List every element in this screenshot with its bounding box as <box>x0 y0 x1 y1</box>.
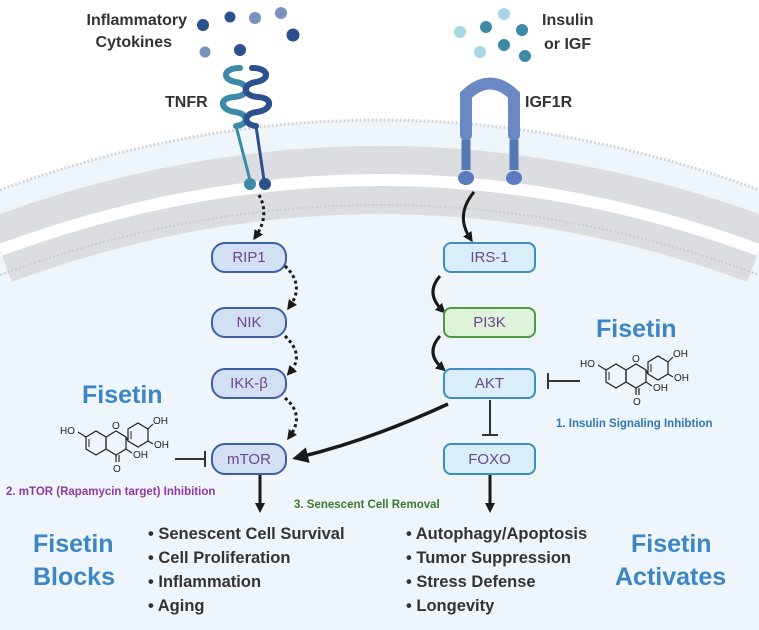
node-pi3k: PI3K <box>443 307 536 338</box>
fisetin-label-left: Fisetin <box>82 381 163 409</box>
membrane-inner-edge <box>0 204 759 276</box>
blocks-title-line2: Blocks <box>33 563 115 591</box>
blocks-title-line1: Fisetin <box>33 530 114 558</box>
insulin-label-line2: or IGF <box>544 36 592 53</box>
activates-item: Stress Defense <box>406 570 587 594</box>
activates-item: Tumor Suppression <box>406 546 587 570</box>
igf1r-receptor <box>458 77 522 185</box>
inhibition-lines <box>175 373 580 467</box>
tnfr-receptor <box>219 65 273 190</box>
activates-title-line1: Fisetin <box>631 530 712 558</box>
blocks-item: Inflammation <box>148 570 345 594</box>
membrane-outer-edge <box>0 118 759 192</box>
blocks-item: Senescent Cell Survival <box>148 522 344 546</box>
left-pathway-arrows <box>253 194 298 441</box>
activates-title-line2: Activates <box>615 563 727 591</box>
node-ikk-beta: IKK-β <box>211 368 287 399</box>
blocks-list: Senescent Cell Survival Cell Proliferati… <box>148 522 345 618</box>
igf1r-label: IGF1R <box>525 94 573 111</box>
cell-membrane <box>0 146 759 282</box>
activates-list: Autophagy/Apoptosis Tumor Suppression St… <box>406 522 587 618</box>
cytokines-label-line1: Inflammatory <box>86 12 187 29</box>
cytoplasm-region <box>0 120 759 630</box>
node-irs1: IRS-1 <box>443 242 536 273</box>
cytokine-particles <box>197 7 300 58</box>
fisetin-label-right: Fisetin <box>596 315 677 343</box>
node-mtor: mTOR <box>211 443 287 475</box>
blocks-item: Aging <box>148 594 345 618</box>
note-mtor-inhibition: 2. mTOR (Rapamycin target) Inhibition <box>6 486 216 498</box>
insulin-particles <box>454 8 531 62</box>
node-akt: AKT <box>443 368 536 399</box>
node-nik: NIK <box>211 307 287 338</box>
note-senescent-removal: 3. Senescent Cell Removal <box>294 499 440 511</box>
insulin-label-line1: Insulin <box>542 12 594 29</box>
cytokines-label-line2: Cytokines <box>95 34 172 51</box>
node-foxo: FOXO <box>443 443 536 475</box>
node-rip1: RIP1 <box>211 242 287 273</box>
note-insulin-inhibition: 1. Insulin Signaling Inhibtion <box>556 418 713 430</box>
activates-item: Longevity <box>406 594 587 618</box>
right-pathway-arrows <box>255 191 495 513</box>
activates-item: Autophagy/Apoptosis <box>406 522 587 546</box>
blocks-item: Cell Proliferation <box>148 546 345 570</box>
tnfr-label: TNFR <box>165 94 208 111</box>
